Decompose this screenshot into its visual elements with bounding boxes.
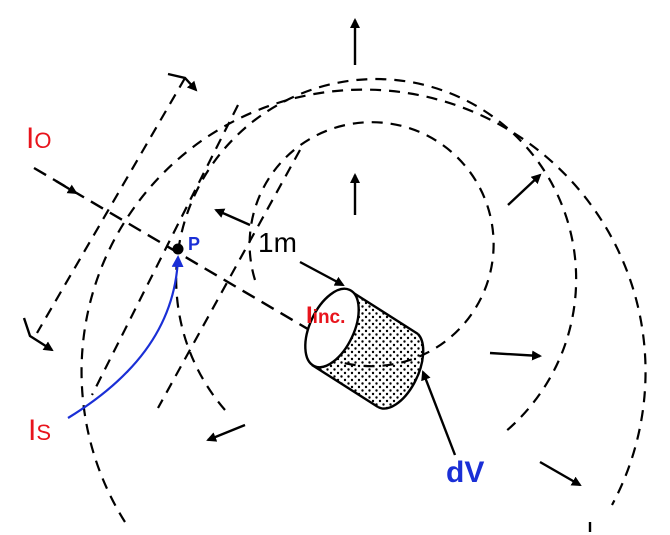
- distance-arrow-right: [299, 260, 345, 287]
- arrow-upper-right: [507, 173, 542, 206]
- arrow-right: [489, 350, 542, 361]
- label-point-p: P: [188, 234, 200, 254]
- plane-wave-front-1: [36, 77, 186, 334]
- arrow-lower-right: [539, 460, 582, 487]
- arrow-lower-left: [206, 423, 246, 442]
- incident-plane-wavefronts: [22, 72, 301, 409]
- label-dv: dV: [446, 456, 484, 489]
- label-io: IO: [26, 122, 51, 155]
- volume-element-cylinder: [304, 287, 425, 410]
- scattered-ray: [67, 255, 184, 419]
- label-iinc: Iinc.: [306, 302, 345, 329]
- propagation-arrows: [206, 18, 592, 532]
- plane-wave-arrow-bottom: [22, 317, 54, 352]
- plane-wave-front-3: [157, 149, 301, 409]
- plane-wave-front-2: [91, 104, 239, 396]
- plane-wave-arrow-top: [167, 72, 198, 92]
- scattered-wavefronts: [80, 77, 647, 523]
- distance-arrow-left: [214, 208, 251, 227]
- label-distance: 1m: [258, 227, 297, 258]
- dv-pointer-arrow: [421, 370, 457, 456]
- label-is: IS: [28, 414, 51, 447]
- incident-ray-arrow: [55, 179, 78, 195]
- wavefront-inner: [248, 121, 495, 368]
- distance-indicator: [214, 208, 345, 287]
- wavefront-outer: [80, 88, 647, 523]
- point-p-marker: [172, 243, 184, 255]
